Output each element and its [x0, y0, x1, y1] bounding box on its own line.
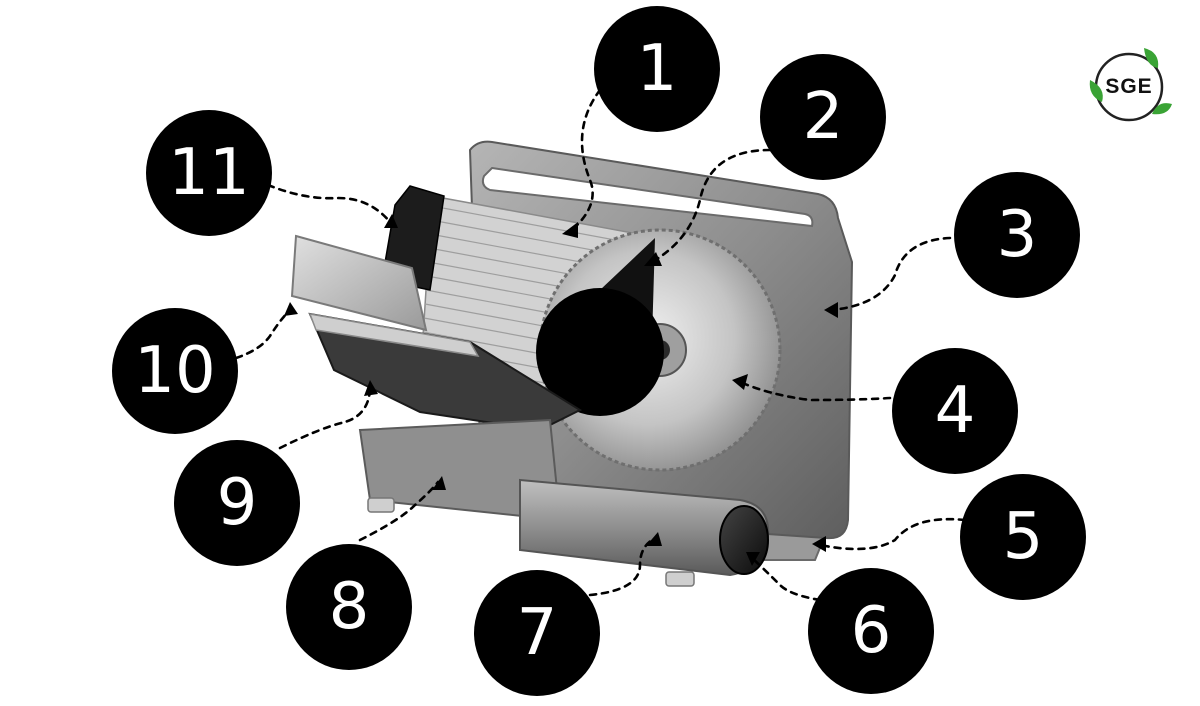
leader-2	[650, 148, 772, 264]
leader-8	[358, 480, 440, 542]
marker-2-label: 2	[802, 80, 844, 154]
marker-5: 5	[960, 474, 1086, 600]
marker-6: 6	[808, 568, 934, 694]
leader-6	[750, 556, 822, 602]
carry-handle-opening	[481, 166, 814, 228]
arrowhead-1	[562, 222, 578, 238]
marker-3-label: 3	[996, 198, 1038, 272]
marker-8: 8	[286, 544, 412, 670]
marker-9-label: 9	[216, 466, 258, 540]
leader-5	[818, 517, 967, 551]
carriage-tray-edge	[308, 313, 480, 357]
foot-right	[665, 571, 695, 587]
leader-arrowheads	[284, 214, 838, 566]
arrowhead-2	[644, 252, 662, 266]
marker-1-label: 1	[636, 32, 678, 106]
foot-left	[367, 497, 395, 513]
arrowhead-6	[746, 552, 760, 566]
marker-6-label: 6	[850, 594, 892, 668]
marker-7-label: 7	[516, 596, 558, 670]
marker-11: 11	[146, 110, 272, 236]
arrowhead-11	[384, 214, 398, 228]
marker-4-label: 4	[934, 374, 976, 448]
leader-1	[570, 88, 602, 232]
leader-3	[830, 236, 952, 312]
leader-lines	[234, 88, 967, 602]
blade-cover-disc	[536, 288, 664, 416]
leader-11	[266, 183, 392, 224]
control-knob	[719, 505, 769, 575]
marker-4: 4	[892, 348, 1018, 474]
leader-10	[234, 308, 292, 360]
sge-logo: SGE	[1086, 44, 1172, 130]
leader-9	[278, 388, 372, 450]
marker-3: 3	[954, 172, 1080, 298]
marker-8-label: 8	[328, 570, 370, 644]
marker-1: 1	[594, 6, 720, 132]
marker-5-label: 5	[1002, 500, 1044, 574]
arrowhead-10	[284, 302, 298, 316]
leader-4	[738, 380, 892, 402]
arrowhead-7	[646, 532, 662, 546]
marker-10-label: 10	[134, 334, 216, 408]
marker-9: 9	[174, 440, 300, 566]
marker-7: 7	[474, 570, 600, 696]
sge-logo-ring	[1089, 48, 1172, 122]
arrowhead-9	[364, 380, 378, 396]
marker-10: 10	[112, 308, 238, 434]
arrowhead-8	[432, 476, 446, 490]
marker-2: 2	[760, 54, 886, 180]
arrowhead-5	[812, 536, 826, 552]
arrowhead-4	[732, 374, 748, 390]
leader-7	[588, 538, 654, 597]
food-holder-arm	[290, 234, 428, 332]
arrowhead-3	[824, 302, 838, 318]
sge-logo-text: SGE	[1105, 75, 1153, 98]
marker-11-label: 11	[168, 136, 250, 210]
